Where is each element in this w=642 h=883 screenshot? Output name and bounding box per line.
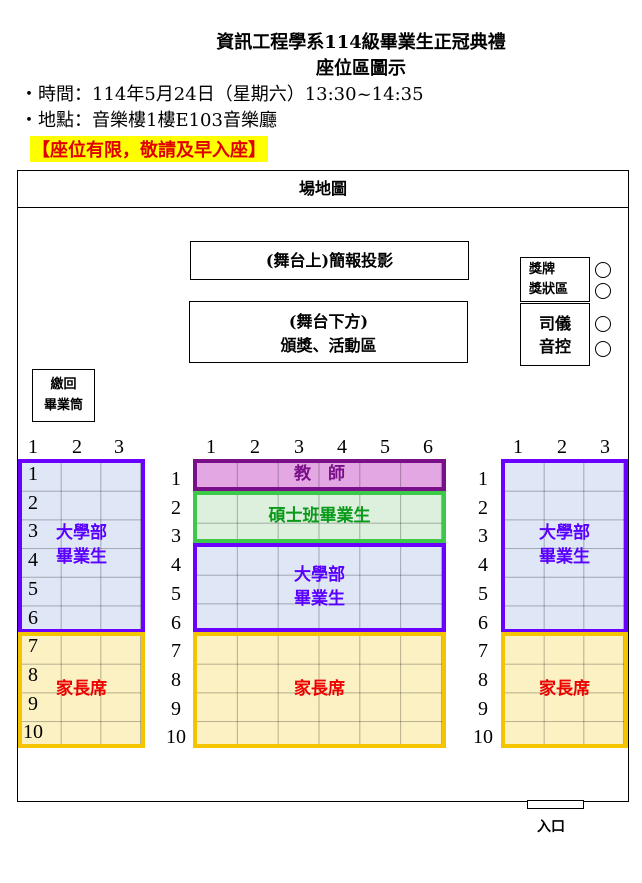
row-number: 5 [171, 582, 181, 605]
left-parents-section: 家長席 [18, 632, 145, 748]
row-number: 4 [171, 554, 181, 577]
seat-circle [595, 283, 611, 299]
row-number: 2 [478, 496, 488, 519]
column-number: 6 [423, 436, 433, 458]
column-number: 4 [337, 436, 347, 458]
row-number: 8 [171, 668, 181, 691]
row-number: 10 [473, 726, 493, 749]
section-label: 家長席 [56, 679, 107, 700]
row-number: 8 [478, 668, 488, 691]
column-number: 2 [72, 436, 82, 458]
column-number: 3 [114, 436, 124, 458]
event-time: ・時間：114年5月24日（星期六）13:30~14:35 [20, 84, 424, 105]
section-label: 家長席 [294, 679, 345, 700]
left-undergrad-section: 大學部畢業生 [18, 459, 145, 633]
teacher-section: 教 師 [193, 459, 446, 491]
column-number: 2 [250, 436, 260, 458]
row-number: 7 [171, 640, 181, 663]
row-number: 8 [28, 663, 38, 686]
seat-circle [595, 262, 611, 278]
return-label: 繳回 [50, 377, 77, 392]
below-stage-label: (舞台下方) [288, 312, 369, 331]
mc-label: 司儀 [538, 314, 571, 333]
section-label: 畢業生 [56, 547, 107, 567]
section-label: 家長席 [539, 679, 590, 700]
section-label: 大學部 [539, 523, 590, 544]
section-label: 大學部 [56, 523, 107, 544]
row-number: 5 [478, 582, 488, 605]
entrance-marker [527, 800, 584, 809]
seat-circle [595, 341, 611, 357]
section-label: 教 師 [294, 464, 345, 485]
column-number: 2 [557, 436, 567, 458]
section-label: 碩士班畢業生 [268, 506, 371, 527]
row-number: 4 [28, 549, 38, 572]
award-label-2: 獎狀區 [529, 282, 569, 297]
column-number: 1 [206, 436, 216, 458]
mc-sound-area: 司儀 音控 [520, 303, 590, 366]
row-number: 9 [171, 697, 181, 720]
venue-header: 場地圖 [17, 170, 629, 208]
column-number: 1 [28, 436, 38, 458]
row-number: 9 [478, 697, 488, 720]
right-undergrad-section: 大學部畢業生 [501, 459, 628, 633]
award-area: 獎牌 獎狀區 [520, 257, 590, 302]
right-parents-section: 家長席 [501, 632, 628, 748]
entrance-label: 入口 [537, 819, 565, 835]
row-number: 5 [28, 577, 38, 600]
row-number: 1 [28, 463, 38, 485]
center-parents-section: 家長席 [193, 632, 446, 748]
row-number: 7 [28, 635, 38, 658]
row-number: 4 [478, 554, 488, 577]
seating-notice: 【座位有限，敬請及早入座】 [30, 136, 268, 162]
row-number: 2 [28, 491, 38, 514]
row-number: 3 [171, 525, 181, 548]
section-label: 畢業生 [539, 547, 590, 567]
row-number: 1 [171, 468, 181, 490]
column-number: 3 [294, 436, 304, 458]
page-subtitle: 座位區圖示 [316, 58, 406, 79]
row-number: 2 [171, 496, 181, 519]
return-tube-area: 繳回 畢業筒 [32, 369, 95, 422]
row-number: 9 [28, 692, 38, 715]
page-title: 資訊工程學系114級畢業生正冠典禮 [216, 32, 506, 53]
event-location: ・地點：音樂樓1樓E103音樂廳 [20, 110, 277, 131]
column-number: 1 [513, 436, 523, 458]
row-number: 6 [171, 611, 181, 634]
sound-label: 音控 [538, 337, 571, 356]
row-number: 3 [28, 520, 38, 543]
tube-label: 畢業筒 [43, 398, 83, 413]
section-label: 畢業生 [294, 588, 345, 609]
master-section: 碩士班畢業生 [193, 491, 446, 543]
award-label-1: 獎牌 [529, 262, 556, 277]
seat-circle [595, 316, 611, 332]
row-number: 10 [166, 726, 186, 749]
award-activity-label: 頒獎、活動區 [280, 336, 377, 355]
below-stage-area: (舞台下方) 頒獎、活動區 [189, 301, 468, 363]
row-number: 1 [478, 468, 488, 490]
row-number: 6 [28, 606, 38, 629]
column-number: 3 [600, 436, 610, 458]
stage-projection-area: (舞台上)簡報投影 [190, 241, 469, 280]
section-label: 大學部 [294, 564, 345, 585]
row-number: 3 [478, 525, 488, 548]
venue-map [17, 170, 629, 802]
row-number: 10 [23, 721, 43, 744]
row-number: 6 [478, 611, 488, 634]
column-number: 5 [380, 436, 390, 458]
row-number: 7 [478, 640, 488, 663]
center-undergrad-section: 大學部畢業生 [193, 543, 446, 632]
